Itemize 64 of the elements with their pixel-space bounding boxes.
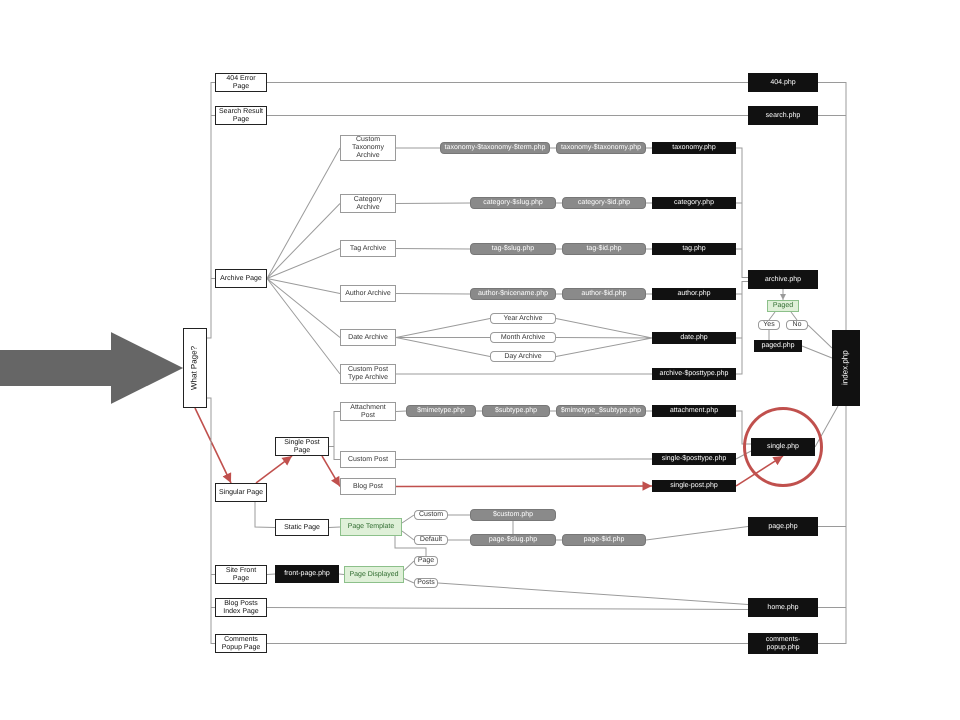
connector xyxy=(790,312,798,320)
connector xyxy=(402,514,414,524)
connector xyxy=(736,281,748,374)
connector xyxy=(254,502,276,528)
connector xyxy=(266,278,340,374)
connector xyxy=(328,446,340,460)
connector xyxy=(394,536,426,556)
connector xyxy=(396,293,470,294)
connector xyxy=(768,312,776,320)
connector xyxy=(396,248,470,250)
connector xyxy=(266,203,340,279)
connector xyxy=(556,338,652,357)
arrow xyxy=(256,455,292,484)
connector xyxy=(802,346,832,358)
connector xyxy=(512,520,514,534)
connector xyxy=(396,318,490,338)
arrow xyxy=(780,288,786,300)
connector xyxy=(550,410,556,412)
connector xyxy=(266,607,748,610)
connector xyxy=(266,278,340,294)
connector xyxy=(206,278,216,338)
connector xyxy=(396,410,406,412)
connector xyxy=(266,115,748,116)
connector xyxy=(402,530,414,540)
connector xyxy=(646,526,748,540)
arrow xyxy=(736,455,784,487)
connector xyxy=(328,526,340,528)
connector xyxy=(438,582,748,605)
connector xyxy=(396,202,470,204)
connector xyxy=(556,337,652,338)
connector xyxy=(338,574,344,575)
connector xyxy=(266,278,340,338)
connector xyxy=(814,406,838,448)
page-type-box: What Page? xyxy=(183,328,207,408)
connector xyxy=(768,330,770,340)
connector xyxy=(448,514,470,516)
connector xyxy=(266,574,276,575)
connector xyxy=(556,248,562,250)
highlight-circle xyxy=(743,407,823,487)
arrow xyxy=(396,481,652,491)
connector xyxy=(404,578,414,584)
connector xyxy=(396,337,490,357)
connector xyxy=(396,337,490,338)
connector xyxy=(266,82,748,83)
connector xyxy=(646,202,652,204)
connector xyxy=(556,202,562,204)
connector xyxy=(818,406,846,644)
template-file-box: index.php xyxy=(832,330,860,406)
connector xyxy=(556,318,652,338)
arrow xyxy=(0,332,183,404)
connector xyxy=(808,324,832,348)
connector xyxy=(476,410,482,412)
connector xyxy=(266,148,340,279)
connector xyxy=(736,450,752,460)
connector xyxy=(736,248,748,278)
connector xyxy=(736,410,752,444)
connector xyxy=(396,458,652,460)
arrow xyxy=(194,408,232,484)
arrow xyxy=(321,456,341,487)
connector xyxy=(266,643,748,644)
connector xyxy=(404,560,414,571)
connector xyxy=(646,248,652,250)
connector xyxy=(266,248,340,279)
connector xyxy=(646,410,652,412)
